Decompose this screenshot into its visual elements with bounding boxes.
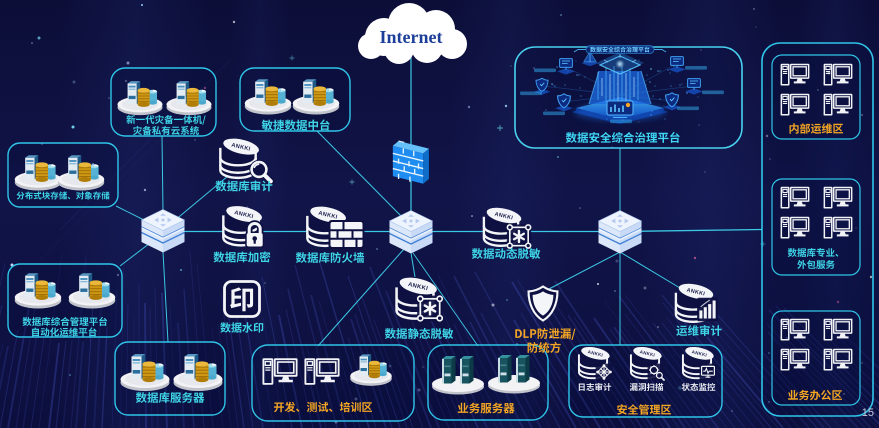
svg-text:Internet: Internet	[380, 27, 443, 47]
svg-text:15: 15	[862, 407, 874, 419]
